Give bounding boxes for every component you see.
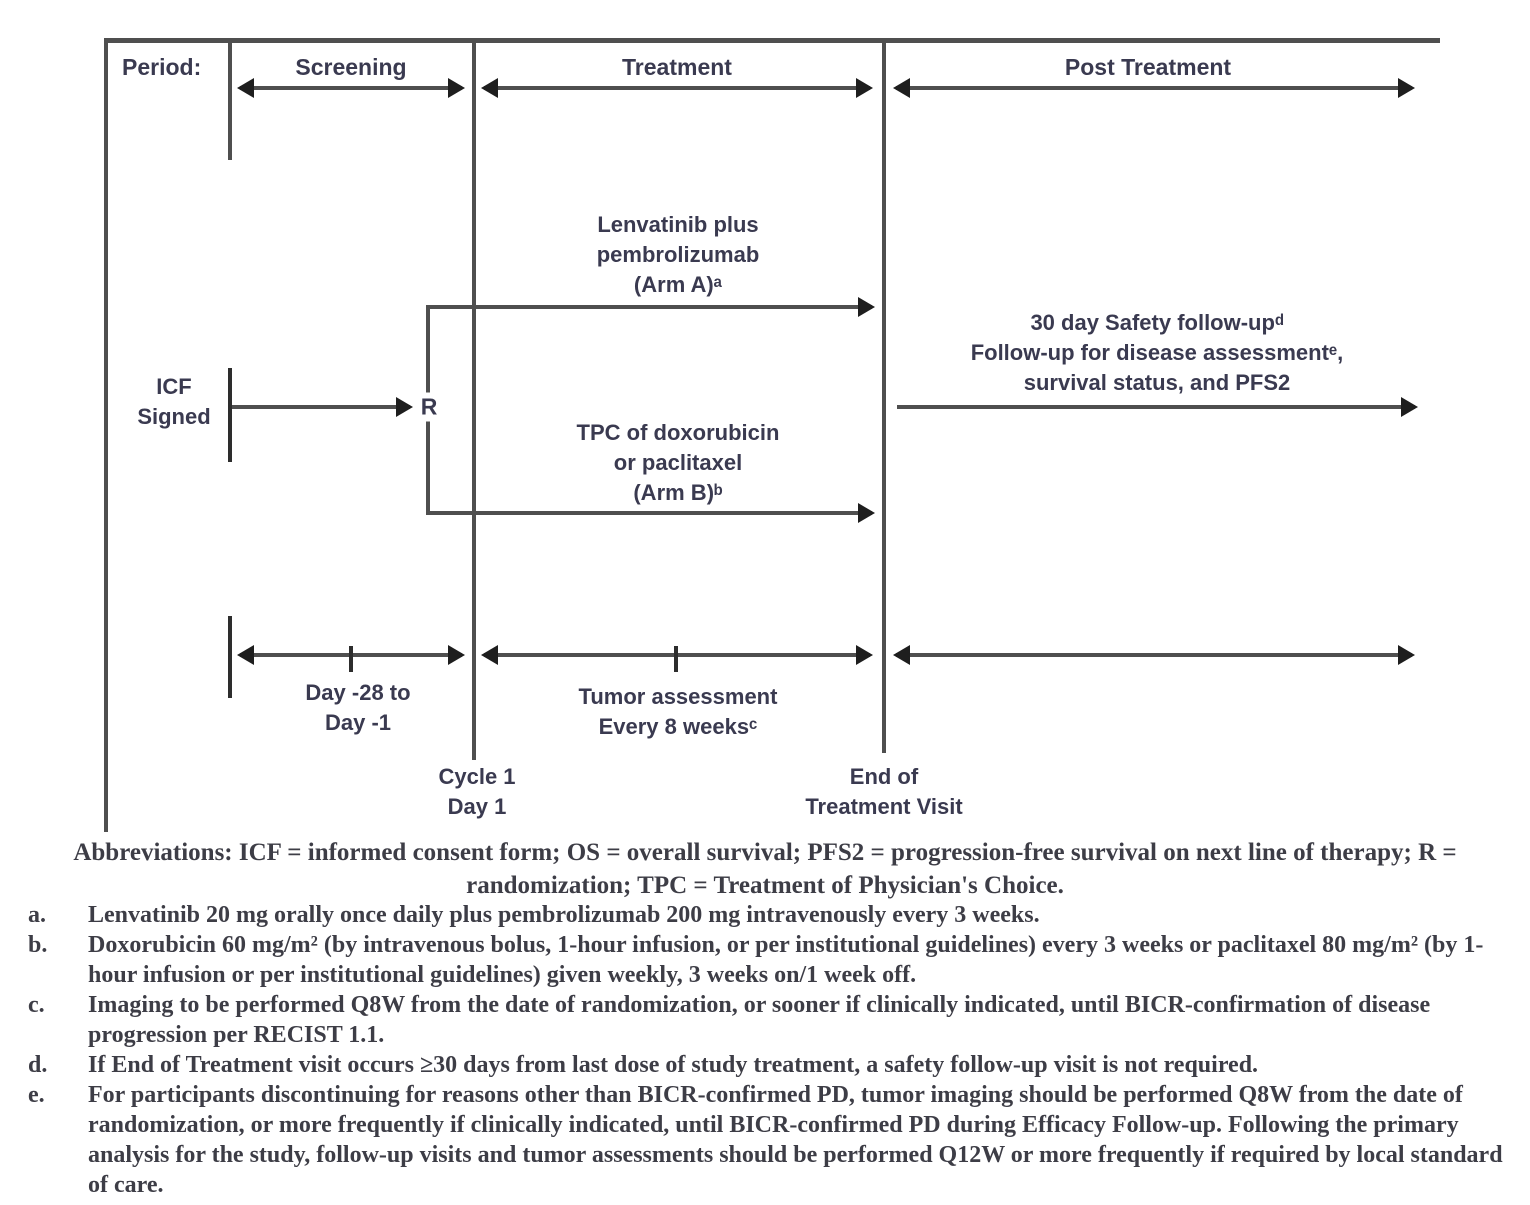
abbreviations-text: Abbreviations: ICF = informed consent fo… — [73, 839, 1457, 899]
screening-window-midtick — [349, 646, 353, 672]
arm-b-arrow — [426, 503, 875, 523]
post-treatment-followup-arrow — [897, 397, 1418, 417]
footnote-a: a. Lenvatinib 20 mg orally once daily pl… — [28, 900, 1506, 930]
post-treatment-span-arrow — [893, 78, 1415, 98]
period-label: Period: — [122, 54, 202, 80]
arm-a-arrow — [426, 297, 875, 317]
footnote-b-marker: b. — [28, 932, 48, 958]
arm-a-label: Lenvatinib plus pembrolizumab (Arm A)ᵃ — [596, 212, 760, 297]
footnote-e-marker: e. — [28, 1082, 45, 1108]
screening-span-arrow — [237, 78, 465, 98]
bottom-screening-tick — [228, 616, 232, 698]
footnote-e-text: For participants discontinuing for reaso… — [88, 1082, 1503, 1198]
arm-b-label: TPC of doxorubicin or paclitaxel (Arm B)… — [576, 420, 780, 505]
post-treatment-bottom-arrow — [893, 645, 1415, 665]
tumor-assessment-midtick — [674, 646, 678, 672]
period-divider-line — [228, 38, 232, 160]
footnote-d: d. If End of Treatment visit occurs ≥30 … — [28, 1050, 1506, 1080]
tumor-assessment-label: Tumor assessment Every 8 weeksᶜ — [578, 684, 778, 739]
post-treatment-period-label: Post Treatment — [1064, 54, 1232, 80]
post-treatment-followup-label: 30 day Safety follow-upᵈ Follow-up for d… — [970, 310, 1344, 395]
left-border-line — [104, 38, 108, 832]
screening-treatment-divider — [472, 38, 476, 760]
randomization-label: R — [417, 392, 441, 422]
footnote-c-marker: c. — [28, 992, 45, 1018]
footnote-b-text: Doxorubicin 60 mg/m² (by intravenous bol… — [88, 932, 1484, 988]
footnote-a-marker: a. — [28, 902, 46, 928]
cycle1-day1-label: Cycle 1 Day 1 — [438, 764, 516, 819]
footnote-d-marker: d. — [28, 1052, 48, 1078]
footnote-a-text: Lenvatinib 20 mg orally once daily plus … — [88, 902, 1040, 928]
screening-window-label: Day -28 to Day -1 — [305, 680, 411, 735]
treatment-span-arrow — [481, 78, 873, 98]
screening-period-label: Screening — [295, 54, 407, 80]
footnote-c: c. Imaging to be performed Q8W from the … — [28, 990, 1506, 1050]
icf-to-randomization-arrow — [232, 397, 413, 417]
top-border-line — [104, 38, 1440, 43]
icf-signed-label: ICF Signed — [137, 374, 211, 429]
footnote-e: e. For participants discontinuing for re… — [28, 1080, 1506, 1200]
footnote-d-text: If End of Treatment visit occurs ≥30 day… — [88, 1052, 1259, 1078]
icf-timeline-tick — [228, 368, 232, 462]
footnote-list: a. Lenvatinib 20 mg orally once daily pl… — [28, 900, 1506, 1200]
end-of-treatment-label: End of Treatment Visit — [805, 764, 963, 819]
treatment-posttreatment-divider — [882, 38, 886, 753]
treatment-period-label: Treatment — [622, 54, 732, 80]
footnote-b: b. Doxorubicin 60 mg/m² (by intravenous … — [28, 930, 1506, 990]
footnote-c-text: Imaging to be performed Q8W from the dat… — [88, 992, 1431, 1048]
